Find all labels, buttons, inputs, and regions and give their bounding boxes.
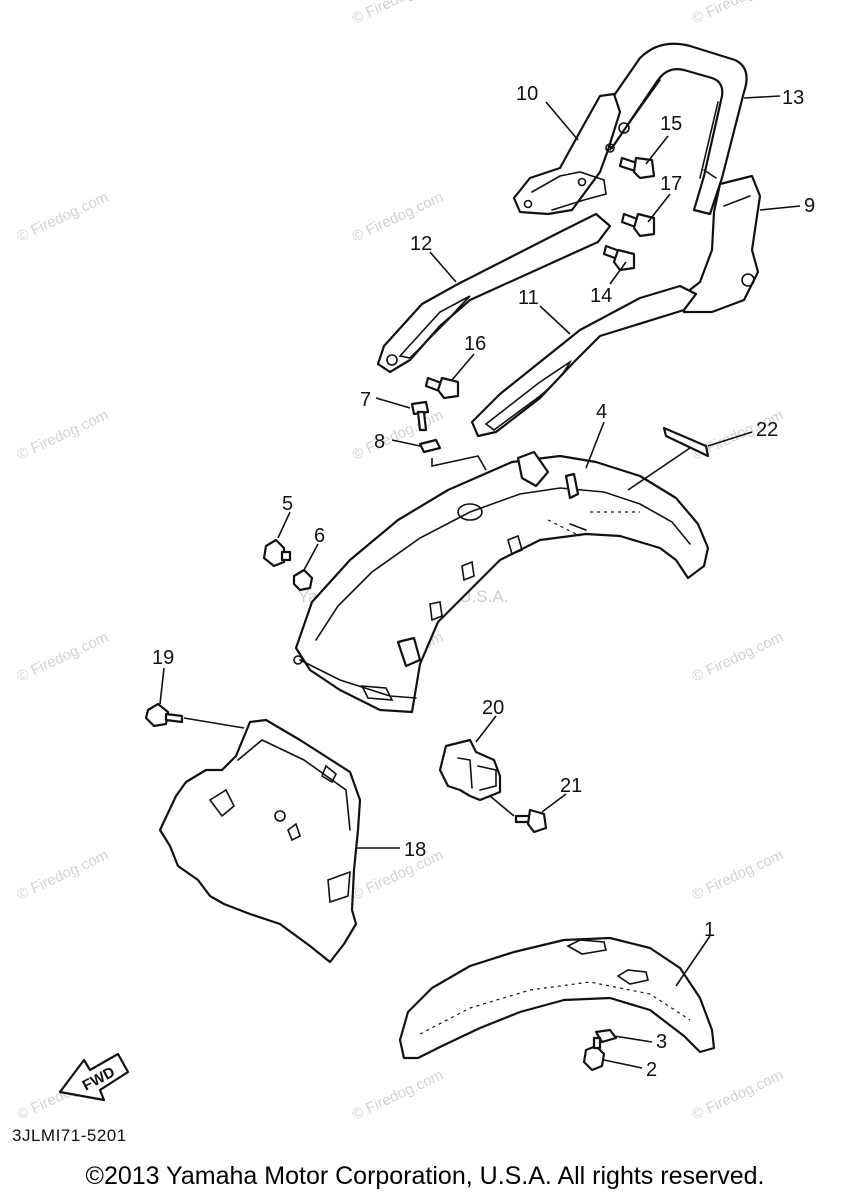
leader-5 (277, 511, 291, 539)
callout-19: 19 (152, 647, 174, 669)
part-18-inner-fender (158, 718, 362, 964)
leader-12 (429, 251, 457, 283)
leader-21 (541, 793, 567, 813)
bolt-16 (424, 376, 460, 400)
callout-13: 13 (782, 87, 804, 109)
leader-6 (303, 543, 319, 571)
leader-2 (603, 1059, 643, 1069)
callout-3: 3 (656, 1031, 667, 1053)
callout-7: 7 (360, 389, 371, 411)
leader-20 (475, 715, 497, 743)
watermark: © Firedog.com (350, 847, 447, 904)
callout-2: 2 (646, 1059, 657, 1081)
part-4-rear-fender (293, 450, 710, 714)
callout-22: 22 (756, 419, 778, 441)
bolt-2 (582, 1036, 606, 1072)
diagram-code: 3JLMI71-5201 (12, 1126, 127, 1145)
callout-4: 4 (596, 401, 607, 423)
leader-19 (159, 667, 165, 705)
callout-14: 14 (590, 285, 612, 307)
watermark: © Firedog.com (15, 189, 112, 246)
leader-4b (627, 447, 691, 491)
callout-10: 10 (516, 83, 538, 105)
part-13-grab-handle (588, 42, 748, 216)
leader-19b (183, 717, 245, 729)
part-1-front-fender (398, 936, 716, 1060)
part-12-arm (376, 212, 612, 374)
clip-8 (418, 438, 442, 454)
callout-12: 12 (410, 233, 432, 255)
nut-6 (292, 568, 314, 592)
watermark: © Firedog.com (690, 0, 787, 28)
watermark: © Firedog.com (15, 629, 112, 686)
callout-20: 20 (482, 697, 504, 719)
bolt-21 (514, 808, 548, 834)
watermark: © Firedog.com (690, 1067, 787, 1124)
callout-1: 1 (704, 919, 715, 941)
part-11-arm (470, 284, 698, 438)
bolt-14 (602, 244, 636, 272)
callout-15: 15 (660, 113, 682, 135)
leader-10 (545, 101, 579, 141)
watermark: © Firedog.com (15, 407, 112, 464)
leader-17 (647, 193, 671, 223)
callout-16: 16 (464, 333, 486, 355)
copyright-notice: ©2013 Yamaha Motor Corporation, U.S.A. A… (85, 1162, 765, 1190)
watermark: © Firedog.com (690, 847, 787, 904)
watermark: © Firedog.com (350, 407, 447, 464)
part-22-decal (662, 426, 710, 458)
leader-14 (609, 261, 627, 285)
part-9-bracket (680, 174, 762, 314)
leader-8-bracket (431, 455, 487, 471)
watermark: © Firedog.com (15, 847, 112, 904)
leader-15 (645, 135, 669, 165)
leader-11 (539, 305, 571, 335)
bolt-5 (262, 538, 292, 568)
leader-8 (391, 439, 421, 447)
callout-18: 18 (404, 839, 426, 861)
leader-4 (585, 421, 605, 469)
leader-3 (613, 1035, 653, 1043)
leader-21b (489, 795, 515, 817)
leader-9 (759, 205, 801, 211)
bolt-19 (144, 702, 184, 728)
callout-8: 8 (374, 431, 385, 453)
leader-13 (743, 95, 781, 99)
part-20-clamp (438, 738, 502, 802)
leader-22 (707, 431, 753, 447)
watermark: © Firedog.com (690, 629, 787, 686)
bolt-7 (410, 400, 430, 432)
callout-6: 6 (314, 525, 325, 547)
watermark: © Firedog.com (350, 0, 447, 28)
leader-1 (675, 935, 711, 987)
bolt-15 (618, 156, 656, 180)
bolt-17 (620, 212, 656, 238)
fwd-arrow: FWD (58, 1052, 130, 1102)
watermark: © Firedog.com (350, 1067, 447, 1124)
callout-11: 11 (518, 287, 539, 309)
part-10-bracket (512, 92, 630, 216)
callout-9: 9 (804, 195, 815, 217)
callout-layer: 10 13 15 17 9 12 14 11 16 7 8 22 (152, 83, 815, 1081)
leader-7 (375, 397, 411, 409)
leader-16 (451, 353, 475, 381)
callout-21: 21 (560, 775, 582, 797)
callout-17: 17 (660, 173, 682, 195)
callout-5: 5 (282, 493, 293, 515)
